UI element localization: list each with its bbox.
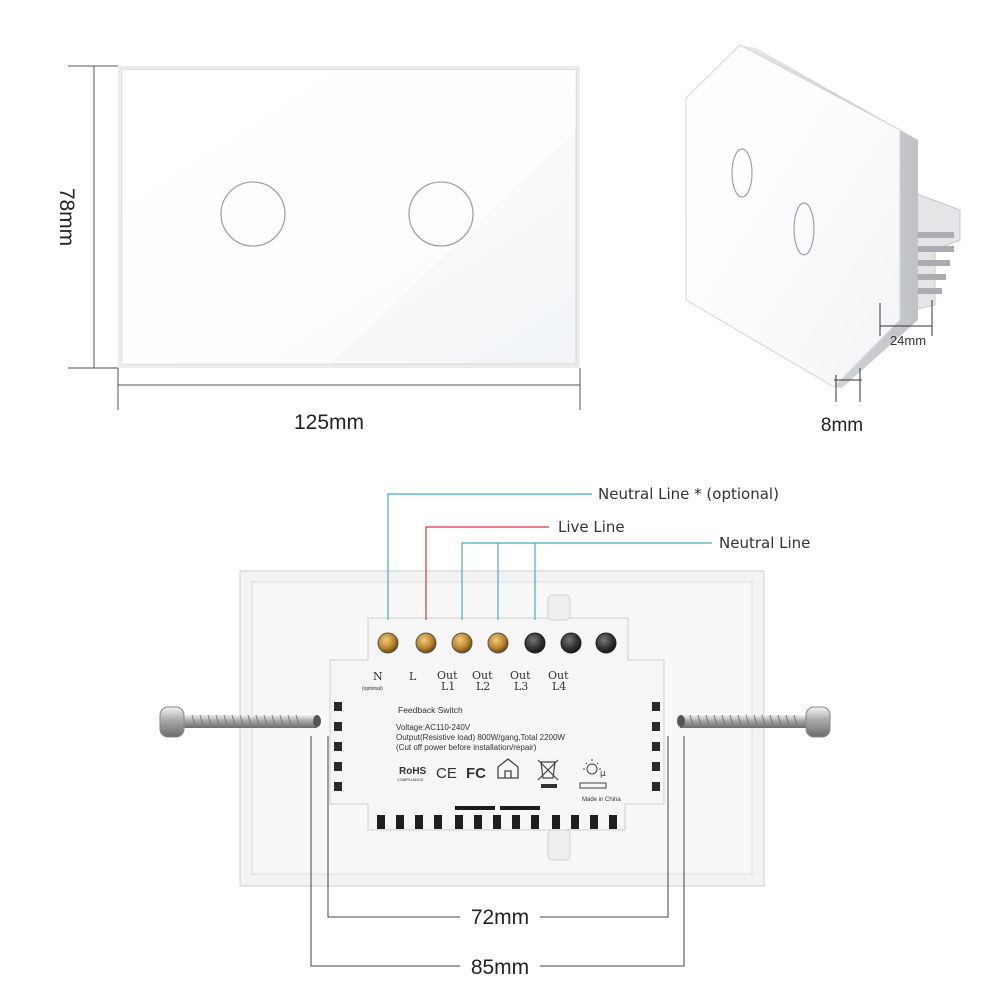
body-vents	[912, 232, 954, 294]
width-dimension	[117, 368, 581, 410]
rohs-sub: COMPLIANCE	[397, 777, 424, 782]
terminal-l4-screw	[560, 632, 582, 654]
rohs-mark: RoHS	[399, 766, 427, 777]
terminal-l1-screw	[451, 632, 473, 654]
live-leader	[425, 526, 549, 620]
out2-label: L2	[476, 680, 490, 693]
terminal-sockets	[377, 632, 617, 654]
terminal-n-sublabel: (optional)	[362, 686, 383, 692]
top-mount-tab	[547, 594, 571, 621]
height-dimension	[68, 65, 118, 369]
label-output: Output(Resistive load) 800W/gang,Total 2…	[396, 733, 565, 742]
out4-prefix: Out	[548, 669, 569, 682]
right-vents	[652, 702, 660, 791]
terminal-block	[329, 617, 665, 831]
width-label: 125mm	[294, 411, 364, 434]
side-touch-button-2-icon	[793, 202, 815, 256]
svg-text:µ: µ	[600, 769, 606, 779]
left-vents	[334, 702, 342, 791]
out3-prefix: Out	[510, 669, 531, 682]
depth-dimension	[879, 300, 933, 336]
terminal-l-label: L	[409, 670, 417, 683]
thickness-label: 8mm	[821, 415, 863, 436]
terminal-n-label: N	[373, 670, 383, 683]
side-view	[685, 44, 961, 388]
front-view	[118, 66, 580, 368]
out1-prefix: Out	[437, 669, 458, 682]
live-callout: Live Line	[558, 518, 625, 536]
bottom-mount-tab	[547, 829, 571, 861]
light-bulb-icon: µ	[579, 759, 607, 789]
glass-reflection	[122, 70, 576, 364]
out4-label: L4	[552, 680, 566, 693]
neutral-optional-callout: Neutral Line * (optional)	[598, 485, 779, 503]
ce-mark: CE	[436, 765, 457, 782]
out3-label: L3	[514, 680, 528, 693]
home-icon	[497, 758, 519, 779]
terminal-l2-screw	[487, 632, 509, 654]
touch-button-1-icon	[220, 181, 286, 247]
side-glass-panel	[685, 44, 901, 388]
depth-label: 24mm	[890, 333, 926, 348]
weee-bin-icon	[537, 759, 559, 788]
bottom-vents	[377, 806, 617, 829]
terminal-n-screw	[377, 632, 399, 654]
made-in-label: Made in China	[582, 797, 621, 803]
left-screw	[159, 706, 321, 738]
inner-width-dimension	[327, 736, 669, 918]
terminal-l3-screw	[524, 632, 546, 654]
thickness-dimension	[834, 368, 862, 402]
height-label: 78mm	[55, 188, 78, 246]
fc-mark: FC	[466, 765, 486, 782]
neutral-leader	[461, 542, 712, 620]
inner-width-label: 72mm	[471, 906, 529, 929]
side-touch-button-1-icon	[731, 148, 753, 198]
screw-span-label: 85mm	[471, 956, 529, 979]
touch-button-2-icon	[408, 181, 474, 247]
out2-prefix: Out	[472, 669, 493, 682]
label-title: Feedback Switch	[398, 705, 463, 715]
label-caution: (Cut off power before installation/repai…	[396, 743, 537, 752]
label-voltage: Voltage:AC110-240V	[396, 723, 471, 732]
out1-label: L1	[441, 680, 455, 693]
back-view: N (optional) L Out L1 Out L2 Out L3 Out …	[159, 570, 831, 887]
neutral-callout: Neutral Line	[719, 534, 810, 552]
terminal-l-screw	[415, 632, 437, 654]
terminal-extra-screw	[595, 632, 617, 654]
neutral-optional-leader	[387, 493, 592, 620]
right-screw	[677, 706, 831, 738]
screw-span-dimension	[310, 736, 685, 967]
